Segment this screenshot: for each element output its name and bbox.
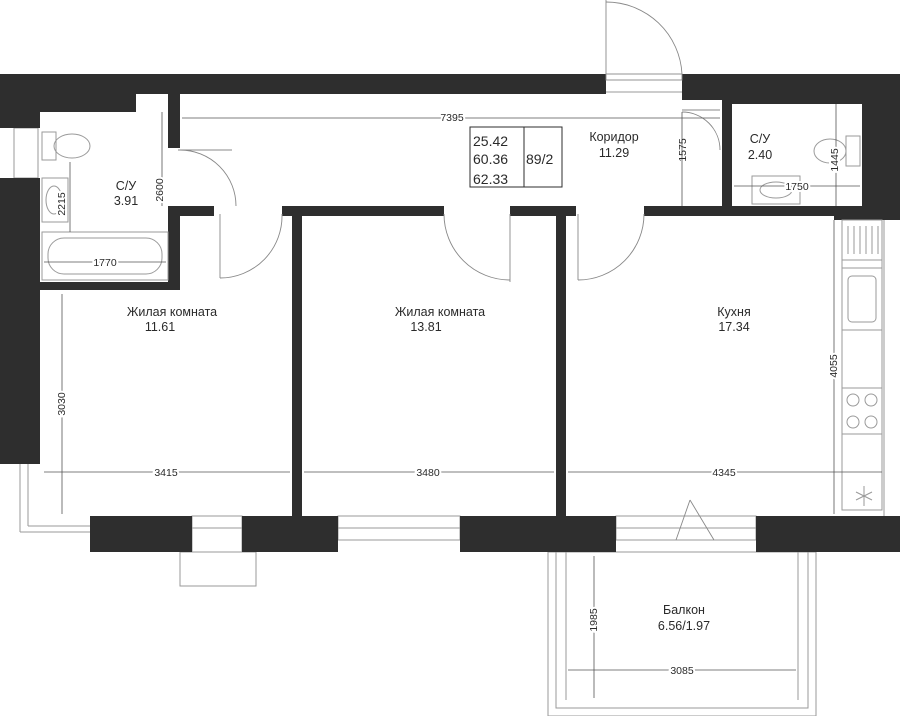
corridor-area: 11.29 xyxy=(599,146,629,160)
walls xyxy=(0,74,900,552)
kitchen-cabinet-icon xyxy=(841,219,883,261)
corridor-name: Коридор xyxy=(589,130,638,144)
stove-icon xyxy=(841,387,883,435)
bathroom-left-area: 3.91 xyxy=(114,194,138,208)
dimension-labels: 7395 1575 2600 2215 1770 1445 1750 3030 … xyxy=(54,110,843,679)
living-room-2-name: Жилая комната xyxy=(395,305,485,319)
living-room-1-name: Жилая комната xyxy=(127,305,217,319)
kitchen-sink-icon xyxy=(841,267,883,331)
summary-box: 25.42 60.36 62.33 89/2 xyxy=(469,126,563,188)
sink-left-icon xyxy=(41,177,69,223)
kitchen-name: Кухня xyxy=(717,305,750,319)
dim-kitchen-height: 4055 xyxy=(828,354,840,378)
dim-bath-left-height: 2600 xyxy=(154,178,166,202)
total-area-value: 60.36 xyxy=(473,151,508,167)
kitchen-area: 17.34 xyxy=(718,320,749,334)
toilet-left-icon xyxy=(41,131,91,161)
total-area-balcony-value: 62.33 xyxy=(473,171,508,187)
sink-right-icon xyxy=(751,175,801,205)
room-labels: С/У 3.91 Коридор 11.29 С/У 2.40 Жилая ко… xyxy=(114,130,772,633)
dimension-lines xyxy=(44,104,882,698)
dim-room1-height: 3030 xyxy=(56,392,68,416)
dim-bath-left-width: 1770 xyxy=(93,257,117,269)
bathroom-right-area: 2.40 xyxy=(748,148,772,162)
dim-kitchen-width: 4345 xyxy=(712,467,736,479)
fixtures xyxy=(41,131,883,511)
balcony-name: Балкон xyxy=(663,603,705,617)
living-room-1-area: 11.61 xyxy=(145,320,175,334)
dim-bath-right-height: 1445 xyxy=(829,148,841,172)
dim-bath-right-width: 1750 xyxy=(785,181,809,193)
dim-corridor-length: 7395 xyxy=(440,112,464,124)
toilet-right-icon xyxy=(813,135,861,167)
dim-balcony-width: 3085 xyxy=(670,665,694,677)
doors xyxy=(178,0,721,541)
dim-room1-width: 3415 xyxy=(154,467,178,479)
living-area-value: 25.42 xyxy=(473,133,508,149)
living-room-2-area: 13.81 xyxy=(410,320,441,334)
dim-room2-width: 3480 xyxy=(416,467,440,479)
dim-corridor-height: 1575 xyxy=(677,138,689,162)
dim-balcony-height: 1985 xyxy=(588,608,600,632)
dim-bath-left-inner-height: 2215 xyxy=(56,192,68,216)
vent-icon xyxy=(855,486,873,506)
apartment-type-value: 89/2 xyxy=(526,151,553,167)
bathtub-left-icon xyxy=(41,231,169,281)
balcony-area: 6.56/1.97 xyxy=(658,619,710,633)
bathroom-right-name: С/У xyxy=(750,132,771,146)
bathroom-left-name: С/У xyxy=(116,179,137,193)
